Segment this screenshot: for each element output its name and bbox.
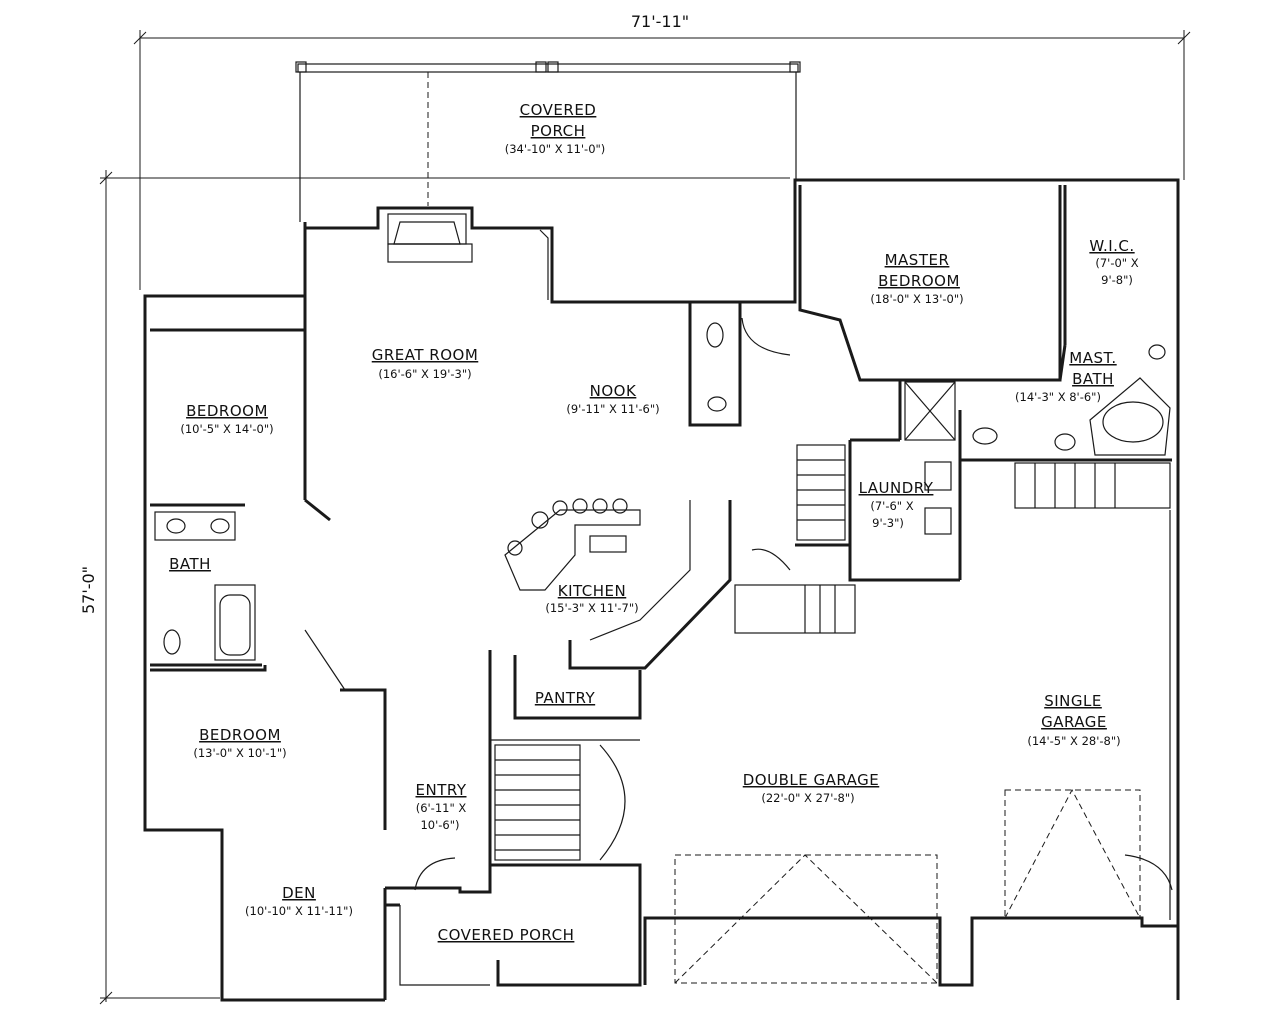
rear-porch-name-2: PORCH (531, 122, 586, 140)
nook-name: NOOK (590, 382, 637, 400)
wic-name: W.I.C. (1089, 237, 1134, 255)
master-bedroom-name-2: BEDROOM (878, 272, 960, 290)
nook-size: (9'-11" X 11'-6") (566, 402, 659, 416)
wic-size-1: (7'-0" X (1095, 256, 1138, 270)
rear-stairs (796, 444, 846, 541)
garage-doors (674, 788, 1141, 984)
kitchen-size: (15'-3" X 11'-7") (545, 601, 638, 615)
den-name: DEN (282, 884, 316, 902)
single-garage-name-1: SINGLE (1044, 692, 1102, 710)
mast-bath-size: (14'-3" X 8'-6") (1015, 390, 1101, 404)
laundry-name: LAUNDRY (859, 479, 934, 497)
bedroom-2-size: (13'-0" X 10'-1") (193, 746, 286, 760)
bath-name: BATH (169, 555, 211, 573)
rear-porch-size: (34'-10" X 11'-0") (505, 142, 606, 156)
rear-porch-name-1: COVERED (520, 101, 597, 119)
entry-size-2: 10'-6") (420, 818, 459, 832)
entry-size-1: (6'-11" X (416, 801, 467, 815)
overall-width-label: 71'-11" (631, 12, 689, 31)
mast-bath-name-2: BATH (1072, 370, 1114, 388)
kitchen-island (504, 498, 641, 591)
master-bedroom-name-1: MASTER (885, 251, 950, 269)
main-stairs (494, 744, 626, 861)
single-garage-size: (14'-5" X 28'-8") (1027, 734, 1120, 748)
den-size: (10'-10" X 11'-11") (245, 904, 353, 918)
bedroom-2-name: BEDROOM (199, 726, 281, 744)
laundry-size-2: 9'-3") (872, 516, 904, 530)
single-garage-name-2: GARAGE (1041, 713, 1107, 731)
rear-covered-porch (295, 61, 801, 222)
double-garage-size: (22'-0" X 27'-8") (761, 791, 854, 805)
double-garage-name: DOUBLE GARAGE (743, 771, 880, 789)
exterior-walls (143, 178, 1180, 1002)
garage-stairs (734, 462, 1171, 634)
pantry-name: PANTRY (535, 689, 596, 707)
entry-name: ENTRY (416, 781, 467, 799)
laundry-size-1: (7'-6" X (870, 499, 913, 513)
mast-bath-name-1: MAST. (1069, 349, 1116, 367)
bay-window (539, 229, 549, 300)
bedroom-1-name: BEDROOM (186, 402, 268, 420)
overall-depth-label: 57'-0" (79, 566, 98, 614)
fireplace (387, 213, 473, 263)
master-bedroom-size: (18'-0" X 13'-0") (870, 292, 963, 306)
wic-size-2: 9'-8") (1101, 273, 1133, 287)
interior-walls (150, 185, 1172, 986)
great-room-name: GREAT ROOM (372, 346, 479, 364)
door-swings (414, 317, 1173, 891)
kitchen-name: KITCHEN (558, 582, 627, 600)
front-porch-name: COVERED PORCH (438, 926, 575, 944)
dimension-lines (99, 30, 1191, 1005)
room-labels: COVERED PORCH (34'-10" X 11'-0") MASTER … (169, 101, 1139, 944)
bedroom-1-size: (10'-5" X 14'-0") (180, 422, 273, 436)
plumbing-fixtures (154, 322, 1171, 661)
great-room-size: (16'-6" X 19'-3") (378, 367, 471, 381)
